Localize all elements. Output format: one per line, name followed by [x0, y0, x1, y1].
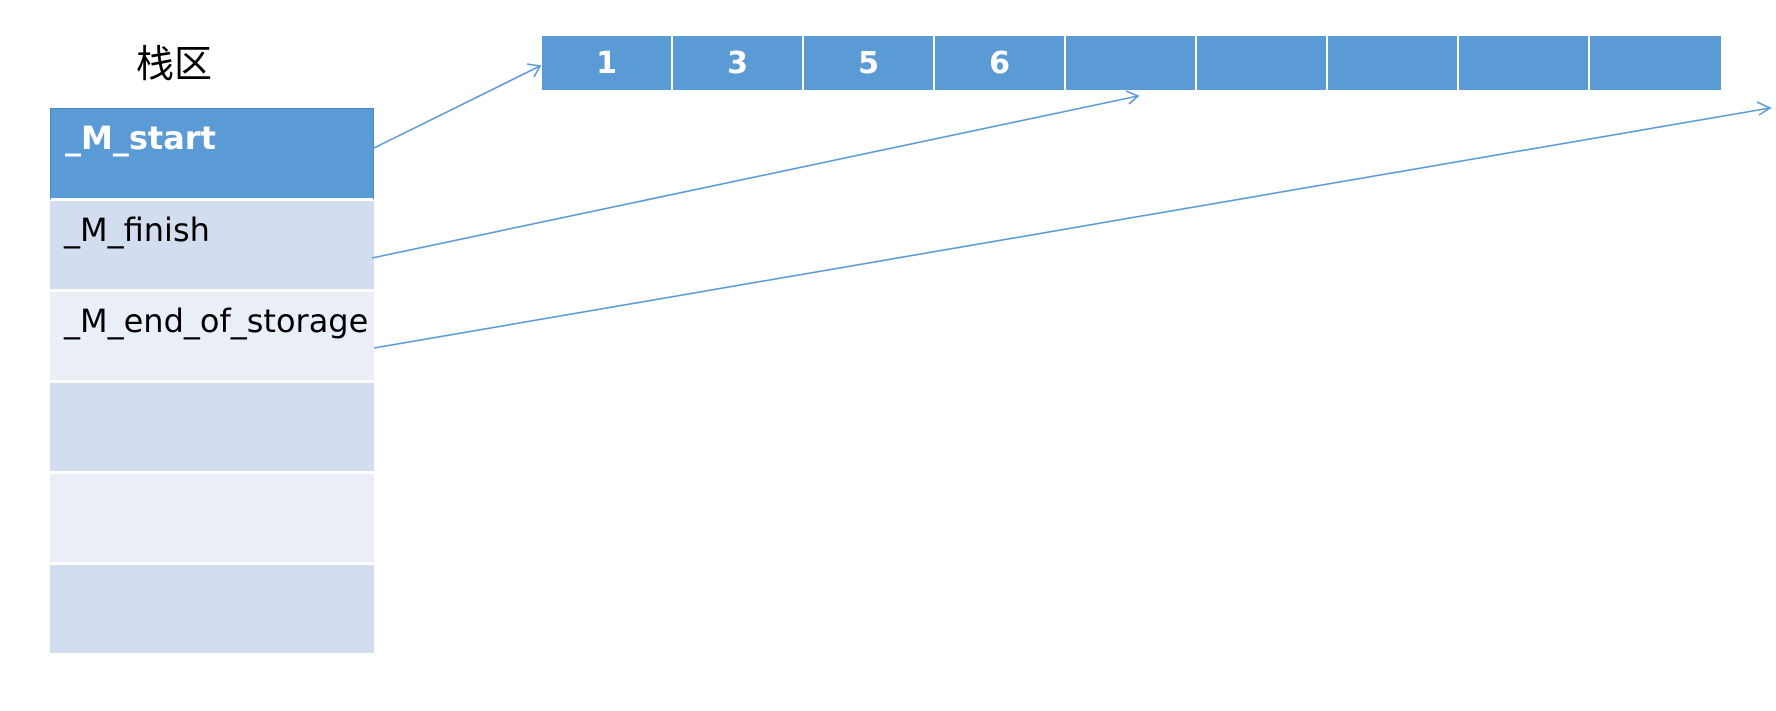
- array-cell: 1: [542, 36, 673, 90]
- stack-row-empty: [50, 565, 374, 656]
- stack-row-m-end-of-storage: _M_end_of_storage: [50, 292, 374, 383]
- array-cell: [1066, 36, 1197, 90]
- array-cell: 6: [935, 36, 1066, 90]
- stack-row-m-finish: _M_finish: [50, 201, 374, 292]
- array-cell: 3: [673, 36, 804, 90]
- start-pointer-arrow: [373, 63, 542, 149]
- heap-array: 1 3 5 6: [542, 36, 1721, 90]
- stack-row-m-start: _M_start: [50, 108, 374, 201]
- stack-row-empty: [50, 474, 374, 565]
- stack-row-empty: [50, 383, 374, 474]
- array-cell: [1590, 36, 1721, 90]
- array-cell: 5: [804, 36, 935, 90]
- array-cell: [1459, 36, 1590, 90]
- stack-title: 栈区: [136, 42, 213, 86]
- array-cell: [1328, 36, 1459, 90]
- end-of-storage-pointer-arrow: [373, 101, 1772, 349]
- array-cell: [1197, 36, 1328, 90]
- finish-pointer-arrow: [371, 90, 1140, 259]
- stack-table: _M_start _M_finish _M_end_of_storage: [50, 108, 374, 656]
